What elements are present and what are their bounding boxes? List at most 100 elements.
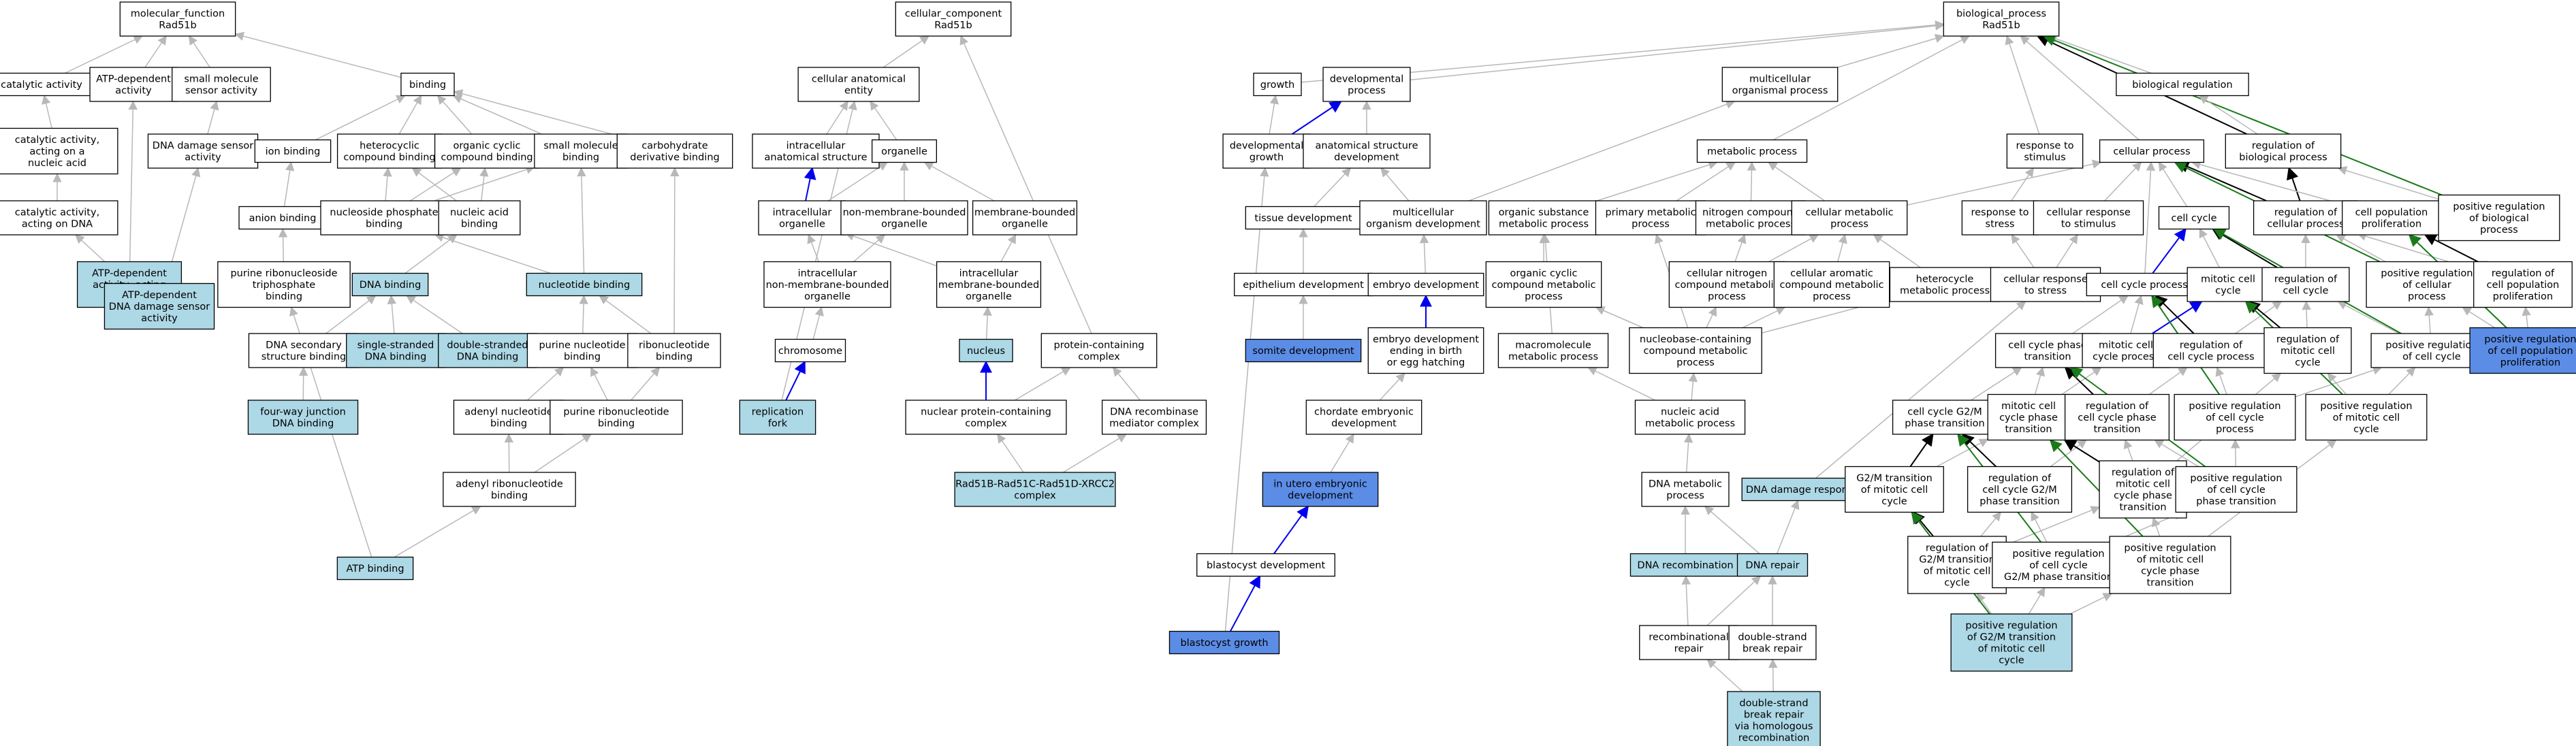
edge-imbo-to-intorg	[844, 231, 937, 267]
term-label-line: fork	[768, 419, 788, 429]
term-label-line: DNA damage sensor	[153, 141, 253, 152]
term-node-bioreg: biological regulation	[2116, 72, 2249, 97]
term-box	[2187, 267, 2270, 302]
term-box	[104, 282, 215, 330]
term-label-line: binding	[266, 291, 302, 302]
edge-orgb-to-binding	[436, 95, 473, 135]
term-label-line: activity	[185, 152, 221, 163]
term-box	[954, 472, 1116, 507]
term-box	[2033, 200, 2144, 236]
term-label-line: anatomical structure	[1316, 141, 1418, 152]
term-node-dnarecomb: DNA recombination	[1629, 553, 1741, 577]
term-label-line: process	[2216, 424, 2254, 435]
term-box	[1845, 466, 1944, 513]
term-label-line: triphosphate	[253, 280, 315, 291]
term-label-line: cycle	[1881, 496, 1907, 507]
term-box	[1907, 536, 2007, 594]
term-label-line: of mitotic cell	[2137, 555, 2204, 566]
term-box	[1367, 327, 1484, 374]
term-label-line: process	[2408, 291, 2446, 302]
term-label-line: regulation of	[1926, 543, 1989, 554]
term-box	[1967, 466, 2073, 513]
term-box	[534, 133, 628, 169]
term-label-line: structure binding	[261, 352, 346, 363]
edge-namp-to-macromp	[1587, 367, 1656, 401]
term-label-line: metabolic process	[1499, 219, 1589, 230]
term-label-line: non-membrane-bounded	[843, 208, 966, 218]
term-box	[1961, 200, 2039, 236]
term-box	[1641, 472, 1730, 507]
term-label-line: macromolecule	[1515, 340, 1591, 351]
term-node-catact: catalytic activity	[0, 72, 100, 97]
term-label-line: protein-containing	[1053, 340, 1144, 351]
term-label-line: intracellular	[773, 208, 832, 218]
term-node-tissdev: tissue development	[1245, 206, 1362, 230]
term-label-line: chordate embryonic	[1314, 407, 1414, 418]
term-label-line: regulation of	[2086, 401, 2149, 412]
term-box	[739, 400, 816, 435]
term-label-line: development	[1331, 419, 1397, 429]
term-label-line: complex	[1078, 352, 1120, 363]
term-box	[2261, 267, 2350, 302]
edge-regccg2m-to-regccphase	[2050, 439, 2087, 468]
term-label-line: double-stranded	[447, 340, 528, 351]
edge-metproc-to-bp	[1772, 35, 1971, 141]
edge-ccphase-to-ccproc	[2072, 295, 2129, 334]
edge-crs-to-cellproc	[2104, 161, 2142, 201]
term-box	[1696, 139, 1808, 163]
term-label-line: embryo development	[1373, 334, 1479, 345]
term-label-line: proliferation	[2493, 291, 2553, 302]
term-label-line: acting on DNA	[22, 219, 93, 230]
edge-dnarec-to-pcc	[1112, 366, 1141, 401]
term-label-line: regulation of	[2274, 274, 2338, 285]
term-label-line: Rad51b	[1982, 20, 2020, 31]
term-box	[247, 400, 359, 435]
term-label-line: process	[1525, 291, 1563, 302]
edge-cmp-to-cellproc	[1907, 159, 2102, 206]
term-label-line: G2/M transition	[1919, 555, 1995, 566]
term-label-line: process	[1708, 291, 1746, 302]
term-node-blastodev: blastocyst development	[1196, 553, 1335, 577]
term-box	[1943, 1, 2060, 37]
edge-posregmitcc-to-regmitcc	[2327, 372, 2347, 395]
term-box	[1359, 200, 1487, 236]
term-box	[526, 333, 638, 368]
edge-dsbrhr-to-recomrep	[1706, 659, 1743, 692]
term-label-line: developmental	[1230, 141, 1304, 152]
term-label-line: metabolic process	[1706, 219, 1796, 230]
term-label-line: primary metabolic	[1605, 208, 1696, 218]
term-box	[1634, 400, 1746, 435]
edge-nab-to-orgb	[479, 167, 489, 201]
term-box	[1741, 477, 1864, 502]
term-label-line: compound metabolic	[1780, 280, 1884, 291]
term-label-line: purine nucleotide	[539, 340, 625, 351]
term-label-line: positive regulation	[1965, 621, 2057, 632]
edge-dnarepair-to-dnadmg	[1776, 500, 1800, 554]
edge-ribnb-to-carbb	[670, 167, 680, 334]
term-node-cellcycle: cell cycle	[2158, 206, 2230, 230]
term-node-catdna: catalytic activity,acting on DNA	[0, 200, 118, 236]
term-label-line: cellular metabolic	[1805, 208, 1893, 218]
term-box	[1695, 200, 1807, 236]
edge-posregprolif-to-posregcp	[2462, 306, 2495, 329]
edge-ias-to-cae	[826, 100, 848, 135]
term-label-line: cell population	[2487, 280, 2560, 291]
edge-dnamp-to-namp	[1683, 433, 1694, 473]
edge-intorg-to-organelle	[827, 161, 888, 201]
term-label-line: cell cycle	[2171, 213, 2216, 224]
term-label-line: epithelium development	[1243, 280, 1364, 291]
